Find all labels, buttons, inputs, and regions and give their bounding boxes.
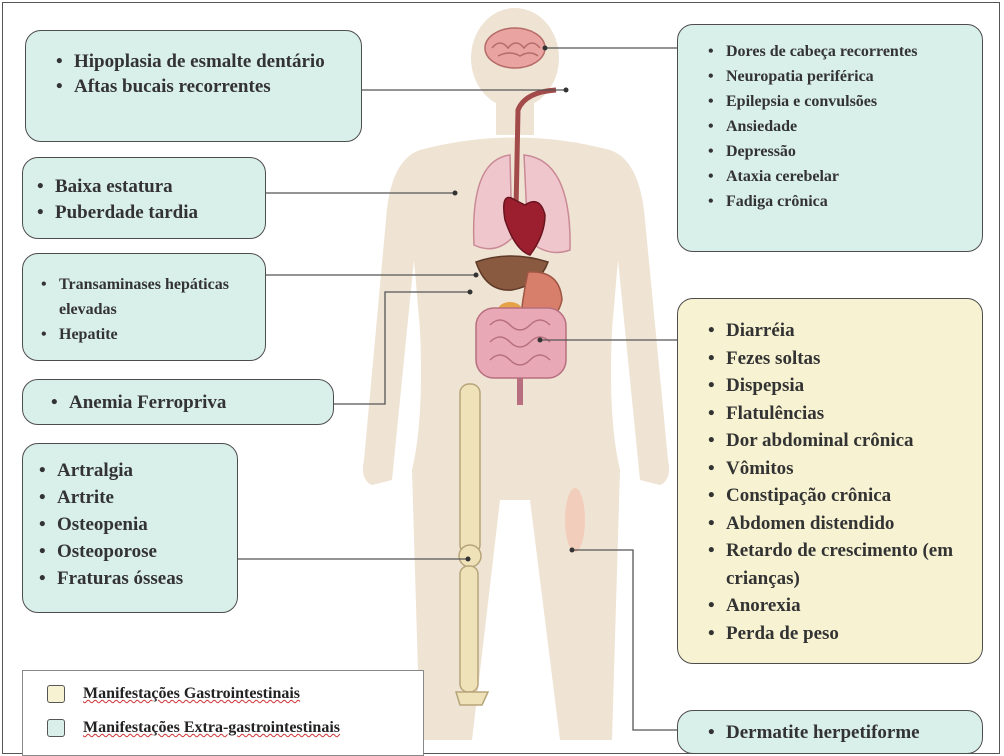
list-item: Depressão bbox=[704, 139, 972, 164]
list-item: Abdomen distendido bbox=[704, 510, 972, 538]
legend-swatch-extra bbox=[47, 719, 65, 737]
list-item: Hipoplasia de esmalte dentário bbox=[52, 49, 351, 74]
list-item: Perda de peso bbox=[704, 620, 972, 648]
list-item: Vômitos bbox=[704, 455, 972, 483]
liver-manifestations-box: Transaminases hepáticas elevadas Hepatit… bbox=[22, 253, 266, 361]
growth-manifestations-box: Baixa estatura Puberdade tardia bbox=[22, 157, 266, 239]
bone-manifestations-box: Artralgia Artrite Osteopenia Osteoporose… bbox=[22, 443, 238, 613]
list-item: Anemia Ferropriva bbox=[47, 390, 323, 415]
list-item: Dermatite herpetiforme bbox=[704, 720, 972, 745]
list-item: Fraturas ósseas bbox=[35, 565, 227, 592]
legend-item-gastro: Manifestações Gastrointestinais bbox=[47, 685, 300, 703]
list-item: Diarréia bbox=[704, 317, 972, 345]
anemia-box: Anemia Ferropriva bbox=[22, 379, 334, 425]
skin-manifestations-box: Dermatite herpetiforme bbox=[677, 710, 983, 754]
list-item: Artrite bbox=[35, 484, 227, 511]
list-item: Baixa estatura bbox=[33, 174, 255, 200]
legend-label-gastro: Manifestações Gastrointestinais bbox=[83, 685, 300, 703]
gastrointestinal-manifestations-box: Diarréia Fezes soltas Dispepsia Flatulên… bbox=[677, 298, 983, 664]
list-item: Anorexia bbox=[704, 592, 972, 620]
legend-item-extra: Manifestações Extra-gastrointestinais bbox=[47, 719, 340, 737]
list-item: Fezes soltas bbox=[704, 345, 972, 373]
list-item: Osteoporose bbox=[35, 538, 227, 565]
legend-swatch-gastro bbox=[47, 685, 65, 703]
list-item: Epilepsia e convulsões bbox=[704, 89, 972, 114]
list-item: Transaminases hepáticas elevadas bbox=[37, 272, 255, 322]
skin-lesion-icon bbox=[565, 488, 585, 552]
brain-icon bbox=[485, 28, 545, 68]
list-item: Retardo de crescimento (em crianças) bbox=[704, 537, 972, 592]
dental-manifestations-box: Hipoplasia de esmalte dentário Aftas buc… bbox=[25, 30, 362, 142]
list-item: Puberdade tardia bbox=[33, 200, 255, 226]
list-item: Fadiga crônica bbox=[704, 189, 972, 214]
legend-label-extra: Manifestações Extra-gastrointestinais bbox=[83, 719, 340, 737]
list-item: Dor abdominal crônica bbox=[704, 427, 972, 455]
list-item: Hepatite bbox=[37, 322, 255, 347]
list-item: Aftas bucais recorrentes bbox=[52, 74, 351, 99]
list-item: Constipação crônica bbox=[704, 482, 972, 510]
list-item: Ansiedade bbox=[704, 114, 972, 139]
list-item: Dispepsia bbox=[704, 372, 972, 400]
list-item: Flatulências bbox=[704, 400, 972, 428]
list-item: Dores de cabeça recorrentes bbox=[704, 39, 972, 64]
list-item: Ataxia cerebelar bbox=[704, 164, 972, 189]
neurological-manifestations-box: Dores de cabeça recorrentes Neuropatia p… bbox=[677, 24, 983, 252]
list-item: Osteopenia bbox=[35, 511, 227, 538]
list-item: Artralgia bbox=[35, 457, 227, 484]
list-item: Neuropatia periférica bbox=[704, 64, 972, 89]
legend: Manifestações Gastrointestinais Manifest… bbox=[22, 670, 424, 756]
